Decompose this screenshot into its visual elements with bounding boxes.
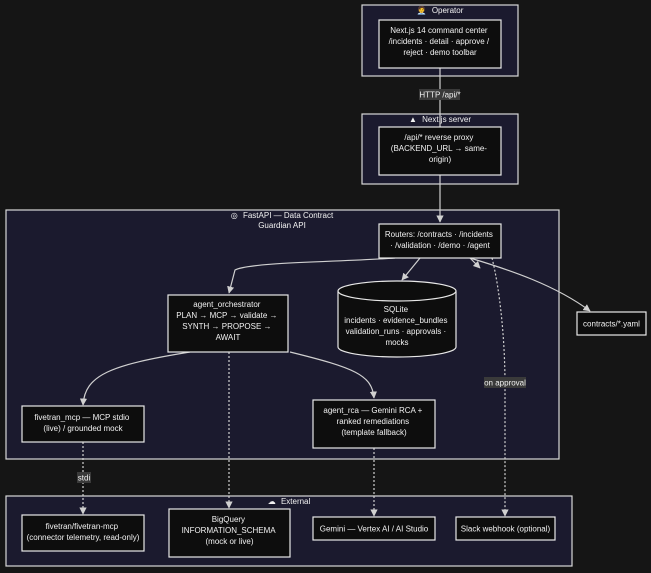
edge-routers-to-agent: [469, 257, 481, 269]
edge-routers-to-orchestrator: [227, 257, 396, 294]
fastapi-cluster-subtitle: Guardian API: [258, 221, 306, 230]
svg-text:on approval: on approval: [484, 379, 526, 388]
edge-label-on-approval: on approval: [484, 377, 526, 388]
edge-orchestrator-to-rca: [289, 351, 378, 399]
node-fivetran-external: fivetran/fivetran-mcp (connector telemet…: [21, 514, 145, 552]
external-cluster-title: ☁ External: [268, 497, 311, 506]
svg-text:fivetran/fivetran-mcp (c: fivetran/fivetran-mcp (connector telemet…: [27, 522, 140, 542]
node-gemini: Gemini — Vertex AI / AI Studio: [312, 516, 436, 541]
node-bigquery: BigQuery INFORMATION_SCHEMA (mock or liv…: [168, 508, 291, 558]
edge-routers-to-contracts: [469, 257, 591, 312]
edge-label-http: HTTP /api/*: [419, 89, 461, 100]
svg-text:agent_orchestrator PLAN: agent_orchestrator PLAN → MCP → validate…: [176, 300, 279, 342]
node-agent-rca: agent_rca — Gemini RCA + ranked remediat…: [312, 399, 436, 449]
operator-emoji-icon: 🧑‍💼: [417, 5, 427, 15]
cloud-icon: ☁: [268, 497, 276, 506]
node-fivetran-mcp: fivetran_mcp — MCP stdio (live) / ground…: [21, 405, 145, 443]
node-command-center: Next.js 14 command center /incidents · d…: [378, 19, 502, 69]
node-orchestrator: agent_orchestrator PLAN → MCP → validate…: [167, 294, 289, 353]
triangle-icon: ▲: [409, 115, 417, 124]
svg-text:fivetran_mcp — MCP stdio: fivetran_mcp — MCP stdio (live) / ground…: [34, 413, 131, 433]
edge-orchestrator-to-mcp: [79, 351, 191, 406]
node-contracts-yaml: contracts/*.yaml: [576, 311, 647, 336]
svg-text:stdi: stdi: [78, 474, 91, 483]
svg-text:Next.js 14 command center: Next.js 14 command center /incidents · d…: [389, 26, 492, 57]
svg-text:Routers: /contracts · /inciden: Routers: /contracts · /incidents · /vali…: [385, 230, 495, 250]
svg-text:SQLite incidents · evide: SQLite incidents · evidence_bundles vali…: [344, 305, 449, 347]
edge-label-stdio: stdi: [77, 472, 91, 483]
svg-text:/api/* reverse proxy (BA: /api/* reverse proxy (BACKEND_URL → same…: [391, 133, 489, 164]
svg-text:Slack webhook (optional): Slack webhook (optional): [461, 525, 551, 534]
svg-text:agent_rca — Gemini RCA +: agent_rca — Gemini RCA + ranked remediat…: [323, 406, 424, 437]
svg-text:contracts/*.yaml: contracts/*.yaml: [583, 320, 640, 329]
target-icon: ◎: [231, 211, 238, 220]
svg-text:Gemini — Vertex AI / AI Studio: Gemini — Vertex AI / AI Studio: [320, 525, 429, 534]
edge-routers-to-slack: [491, 257, 509, 517]
node-routers: Routers: /contracts · /incidents · /vali…: [378, 223, 502, 259]
operator-cluster-title: 🧑‍💼 Operator: [417, 5, 464, 15]
node-reverse-proxy: /api/* reverse proxy (BACKEND_URL → same…: [378, 126, 502, 176]
nextjs-server-cluster-title: ▲ Next.js server: [409, 115, 471, 124]
edge-routers-to-sqlite: [401, 257, 421, 281]
svg-text:BigQuery INFORMATION_SCH: BigQuery INFORMATION_SCHEMA (mock or liv…: [182, 515, 278, 546]
node-sqlite: SQLite incidents · evidence_bundles vali…: [337, 280, 457, 358]
node-slack: Slack webhook (optional): [455, 516, 556, 541]
edges: [79, 68, 591, 517]
fastapi-cluster-title: ◎ FastAPI — Data Contract: [231, 211, 334, 220]
svg-text:HTTP /api/*: HTTP /api/*: [419, 91, 460, 100]
